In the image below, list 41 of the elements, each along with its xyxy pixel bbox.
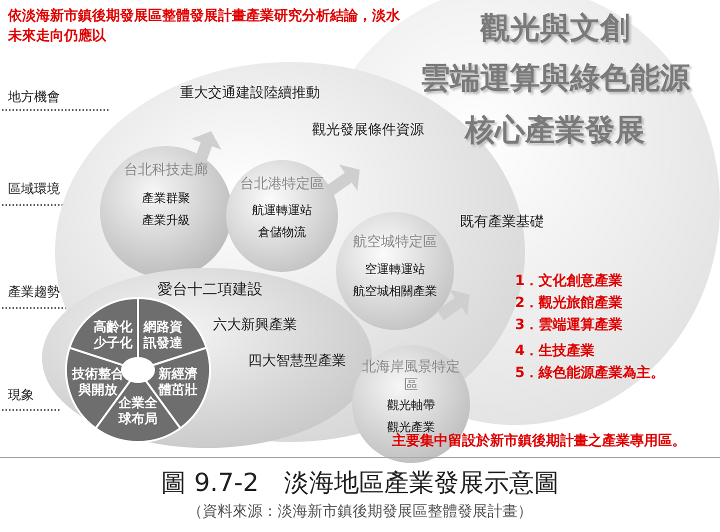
zone-circle	[226, 160, 338, 272]
headline-text: 觀光與文創	[480, 10, 630, 48]
item-text: 觀光軸帶	[387, 397, 435, 414]
item-text: 觀光產業	[387, 419, 435, 434]
item-text: 既有產業基礎	[460, 213, 544, 231]
item-text: 倉儲物流	[258, 224, 306, 241]
headline-text: 雲端運算與綠色能源	[420, 60, 690, 98]
note-text: 依淡海新市鎮後期發展區整體發展計畫產業研究分析結論，淡水未來走向仍應以	[8, 6, 401, 46]
zone-circle	[336, 212, 454, 330]
source-caption: （資料來源：淡海新市鎮後期發展區整體發展計畫）	[186, 502, 534, 521]
item-text: 重大交通建設陸續推動	[180, 84, 320, 102]
slice-text: 網路資訊發達	[142, 320, 184, 352]
item-text: 航運轉運站	[252, 202, 312, 219]
slice-text: 新經濟體茁壯	[158, 367, 198, 399]
zone-title: 航空城特定區	[353, 233, 437, 251]
item-text: 空運轉運站	[365, 261, 425, 278]
slice-text: 高齡化少子化	[92, 320, 134, 352]
row-label: 現象	[8, 387, 34, 404]
row-label: 區域環境	[8, 181, 60, 198]
list-item: 2．觀光旅館產業	[515, 294, 623, 312]
slice-text: 技術整合與開放	[71, 367, 124, 398]
list-item: 1．文化創意產業	[515, 272, 623, 290]
item-text: 產業群聚	[142, 190, 190, 207]
zone-title: 北海岸風景特定區	[361, 358, 461, 394]
item-text: 四大智慧型產業	[248, 352, 346, 370]
list-item: 5．綠色能源產業為主。	[515, 364, 665, 382]
zone-title: 台北科技走廊	[124, 161, 208, 179]
row-label: 地方機會	[8, 89, 60, 106]
zone-title: 台北港特定區	[240, 175, 324, 193]
item-text: 觀光發展條件資源	[312, 121, 424, 139]
note-text: 主要集中留設於新市鎮後期計畫之產業專用區。	[392, 432, 686, 450]
list-item: 3．雲端運算產業	[515, 316, 623, 334]
item-text: 六大新興產業	[213, 316, 297, 334]
item-text: 航空城相關產業	[353, 283, 437, 300]
headline-text: 核心產業發展	[465, 112, 645, 150]
list-item: 4．生技產業	[515, 342, 595, 360]
item-text: 愛台十二項建設	[158, 280, 262, 299]
figure-title: 圖 9.7-2 淡海地區產業發展示意圖	[160, 467, 560, 499]
row-label: 產業趨勢	[8, 284, 60, 301]
slice-text: 企業全球布局	[118, 396, 158, 428]
item-text: 產業升級	[142, 212, 190, 229]
